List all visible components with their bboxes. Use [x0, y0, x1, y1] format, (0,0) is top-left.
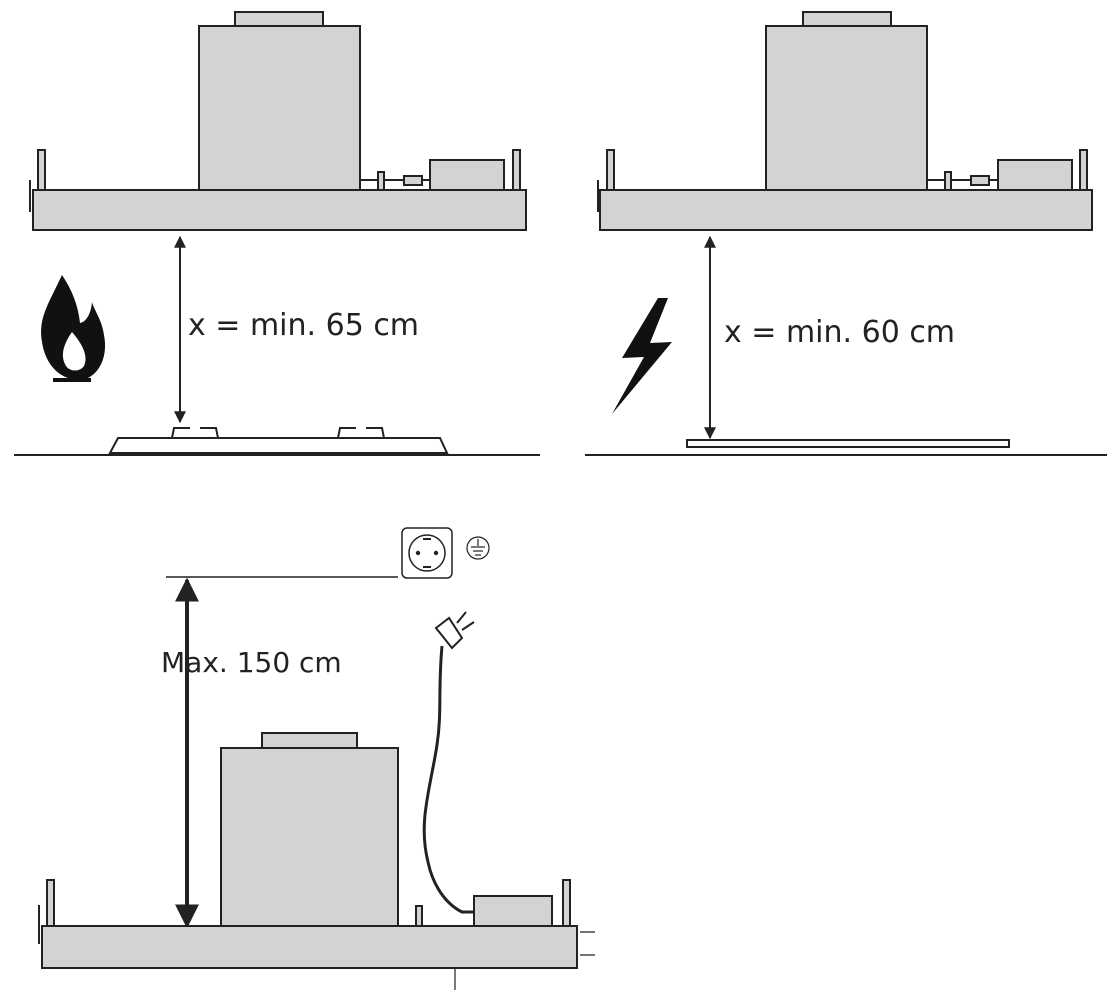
gas-distance-label: x = min. 65 cm — [188, 308, 419, 343]
electric-hob-section: x = min. 60 cm — [585, 11, 1107, 456]
ground-symbol-icon — [466, 536, 490, 560]
power-cable — [422, 645, 474, 914]
power-socket-icon — [401, 527, 453, 579]
electric-distance-label: x = min. 60 cm — [724, 315, 955, 350]
electric-hob — [686, 439, 1010, 448]
connection-section: Max. 150 cm — [38, 527, 595, 990]
hood-electric — [597, 11, 1093, 231]
gas-hob — [108, 427, 449, 454]
lightning-icon — [612, 298, 672, 414]
hood-gas — [29, 11, 527, 231]
max-height-label: Max. 150 cm — [161, 646, 342, 679]
flame-icon — [41, 275, 106, 382]
hood-connection — [38, 732, 595, 990]
power-plug-icon — [422, 611, 475, 914]
gas-hob-section: x = min. 65 cm — [14, 11, 540, 456]
